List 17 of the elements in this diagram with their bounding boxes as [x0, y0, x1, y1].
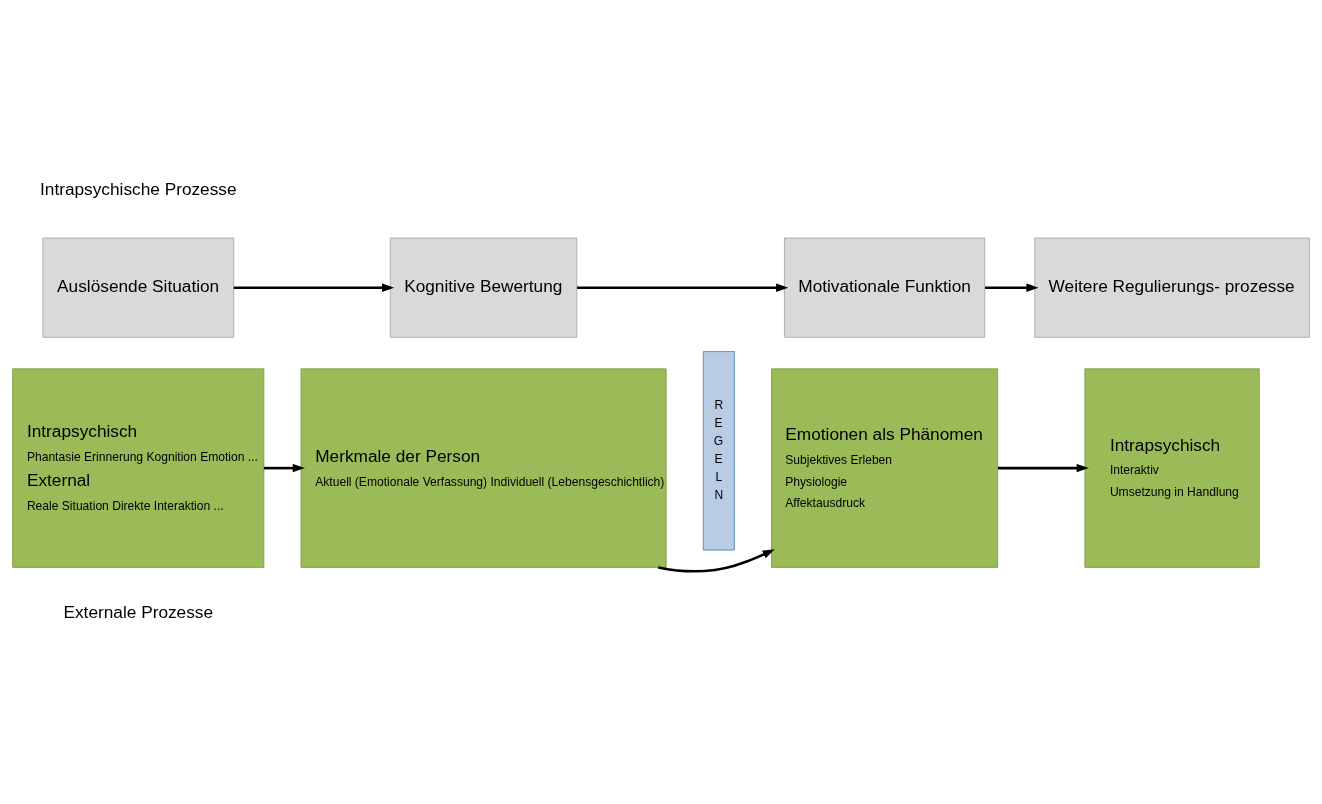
label: Externale Prozesse: [63, 601, 214, 622]
arrow: [263, 463, 305, 472]
arrow: [998, 463, 1089, 472]
node-box: Auslösende Situation: [42, 237, 235, 338]
node-box: Emotionen als Phänomen Subjektives Erleben Physiologie Affektausdruck: [771, 367, 999, 568]
node-box: Merkmale der Person Aktuell (Emotionale Verfassung) Individuell (Lebensgeschichtlich): [300, 367, 667, 568]
label: Intrapsychische Prozesse: [39, 178, 237, 199]
node-box: REGELN: [702, 350, 735, 551]
node-box: Kognitive Bewertung: [389, 237, 578, 338]
node-box: Weitere Regulierungs- prozesse: [1034, 237, 1310, 338]
node-box: Intrapsychisch Phantasie Erinnerung Kognition Emotion ... External Reale Situation Direkte Interaktion ...: [12, 367, 265, 568]
arrow: [577, 282, 789, 292]
arrow: [233, 282, 395, 292]
node-box: Intrapsychisch Interaktiv Umsetzung in Handlung: [1084, 367, 1260, 568]
node-box: Motivationale Funktion: [784, 237, 986, 338]
arrow: [658, 548, 775, 573]
arrow: [985, 282, 1039, 292]
